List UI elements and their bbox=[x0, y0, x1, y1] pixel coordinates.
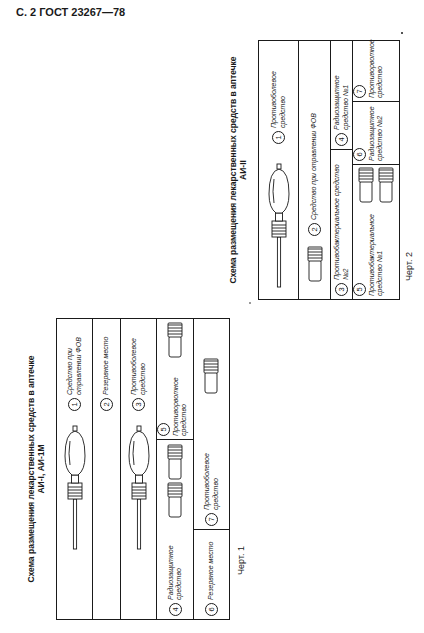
drug-name: Радиозащитное средство bbox=[167, 522, 183, 600]
drug-name: Средство при отравлении ФОВ bbox=[66, 322, 82, 395]
pill-case bbox=[359, 168, 373, 202]
text-zone: 1 Средство при отравлении ФОВ bbox=[57, 319, 92, 414]
text-zone: 5Противорвотное средство bbox=[157, 361, 193, 439]
scan-mark bbox=[401, 32, 403, 34]
scheme-cell: 7Противорвотное средство bbox=[353, 41, 399, 101]
syringe-tube bbox=[269, 164, 289, 287]
callout-number: 7 bbox=[353, 85, 366, 98]
drug-name: Резервное место bbox=[207, 532, 215, 600]
callout-number: 5 bbox=[353, 283, 366, 296]
callout-number: 1 bbox=[68, 398, 81, 411]
scheme-cell: 5Противорвотное средство bbox=[157, 319, 194, 439]
drug-name: Резервное место bbox=[102, 322, 110, 395]
syringe-tube bbox=[129, 426, 149, 549]
callout-number: 2 bbox=[308, 223, 321, 236]
scheme-cell: 7 Противоболевое средство bbox=[194, 319, 229, 529]
drug-name: Радиозащитное средство №2 bbox=[368, 104, 399, 161]
page-header: С. 2 ГОСТ 23267—78 bbox=[16, 6, 125, 18]
text-zone: 5Противобактериальное средство №1 bbox=[353, 205, 399, 299]
scheme-cell: 4 Радиозащитное средство bbox=[157, 439, 194, 619]
drug-name: Противобактериальное средство №1 bbox=[368, 208, 399, 296]
drug-name: Средство при отравлении ФОВ bbox=[310, 92, 318, 220]
scheme-cell: 3 Противоболевое средство bbox=[121, 319, 157, 619]
scan-mark bbox=[249, 302, 251, 304]
callout-number: 4 bbox=[169, 603, 182, 616]
scheme-cell: 6 Резервное место bbox=[194, 529, 229, 619]
callout-number: 4 bbox=[335, 133, 348, 146]
text-zone: 4 Радиозащитное средство bbox=[157, 519, 193, 619]
scheme-cell: 3 Противобактериальное средство №2 bbox=[331, 149, 353, 299]
scheme-frame: Схема размещения лекарственных средств в… bbox=[258, 40, 400, 300]
scheme-cell: 1 Средство при отравлении ФОВ bbox=[57, 319, 93, 619]
pill-case bbox=[379, 168, 393, 202]
drug-name: Противоболевое средство bbox=[270, 44, 286, 128]
drug-name: Радиозащитное средство №1 bbox=[333, 44, 349, 130]
text-zone: 1 Противоболевое средство bbox=[259, 41, 298, 147]
callout-number: 3 bbox=[132, 398, 145, 411]
scheme-cell: 2 Резервное место bbox=[93, 319, 121, 619]
callout-number: 3 bbox=[335, 283, 348, 296]
scheme-cell: 5Противобактериальное средство №1 bbox=[353, 164, 399, 299]
text-zone: 3 Противобактериальное средство №2 bbox=[331, 149, 352, 299]
text-zone: 4 Радиозащитное средство №1 bbox=[331, 41, 352, 149]
pill-case bbox=[204, 359, 218, 393]
callout-number: 2 bbox=[100, 398, 113, 411]
text-zone: 2 Резервное место bbox=[93, 319, 120, 414]
syringe-tube bbox=[65, 426, 85, 549]
pill-case bbox=[308, 247, 322, 281]
figure-caption: Черт. 1 bbox=[236, 546, 246, 575]
figure-caption: Черт. 2 bbox=[404, 252, 414, 281]
drug-name: Противоболевое средство bbox=[130, 322, 146, 395]
text-zone: 7Противорвотное средство bbox=[353, 41, 399, 101]
drug-name: Противорвотное средство bbox=[172, 364, 193, 436]
callout-number: 6 bbox=[205, 603, 218, 616]
scheme-heading: Схема размещения лекарственных средств в… bbox=[26, 349, 46, 589]
pill-case bbox=[168, 445, 182, 479]
text-zone: 6Радиозащитное средство №2 bbox=[353, 101, 399, 164]
pill-case bbox=[168, 323, 182, 357]
text-zone: 3 Противоболевое средство bbox=[121, 319, 156, 414]
scheme-cell: 1 Противоболевое средство bbox=[259, 41, 299, 299]
scheme-cell: 4 Радиозащитное средство №1 bbox=[331, 41, 353, 149]
scheme-cell: 6Радиозащитное средство №2 bbox=[353, 101, 399, 164]
scheme-frame: Схема размещения лекарственных средств в… bbox=[56, 318, 230, 620]
callout-number: 7 bbox=[205, 513, 218, 526]
drug-name: Противоболевое средство bbox=[203, 420, 219, 510]
text-zone: 7 Противоболевое средство bbox=[194, 417, 229, 529]
drug-name: Противорвотное средство bbox=[368, 39, 399, 98]
text-zone: 6 Резервное место bbox=[194, 529, 229, 619]
text-zone: 2 Средство при отравлении ФОВ bbox=[299, 89, 330, 239]
callout-number: 5 bbox=[157, 423, 170, 436]
pill-case bbox=[168, 483, 182, 517]
scheme-cell: 2 Средство при отравлении ФОВ bbox=[299, 41, 331, 299]
drug-name: Противобактериальное средство №2 bbox=[333, 152, 349, 280]
scheme-heading: Схема размещения лекарственных средств в… bbox=[228, 50, 248, 290]
callout-number: 6 bbox=[353, 148, 366, 161]
callout-number: 1 bbox=[272, 131, 285, 144]
